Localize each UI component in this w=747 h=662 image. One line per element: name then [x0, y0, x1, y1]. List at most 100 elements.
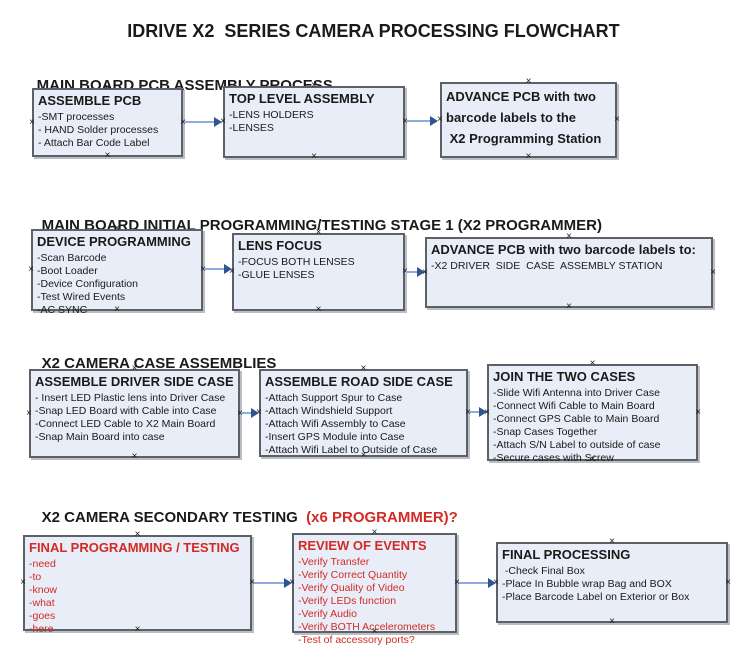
box-items: -FOCUS BOTH LENSES-GLUE LENSES — [238, 256, 403, 282]
connector-handle-icon: × — [589, 358, 596, 369]
section-heading-text: X2 CAMERA CASE ASSEMBLIES — [41, 355, 277, 372]
connector-handle-icon: × — [131, 451, 138, 462]
box-item: - HAND Solder processes — [38, 124, 159, 136]
box-items: -Attach Support Spur to Case-Attach Wind… — [265, 392, 466, 457]
box-item: -LENSES — [229, 122, 274, 134]
flow-arrow — [406, 116, 438, 126]
box-items: - Insert LED Plastic lens into Driver Ca… — [35, 392, 238, 444]
box-item: -GLUE LENSES — [238, 269, 315, 281]
box-title: DEVICE PROGRAMMING — [37, 234, 191, 249]
connector-handle-icon: × — [402, 116, 408, 127]
connector-handle-icon: × — [609, 536, 615, 547]
flow-box-assemble-driver-side-case: ASSEMBLE DRIVER SIDE CASE - Insert LED P… — [26, 363, 243, 462]
section-heading-case-assemblies: X2 CAMERA CASE ASSEMBLIES — [25, 338, 277, 389]
box-item: -Attach S/N Label to outside of case — [493, 439, 661, 451]
box-item: -Connect Wifi Cable to Main Board — [493, 400, 655, 412]
flow-box-review-of-events: REVIEW OF EVENTS -Verify Transfer-Verify… — [289, 527, 460, 647]
connector-handle-icon: × — [104, 82, 111, 93]
connector-handle-icon: × — [315, 227, 322, 238]
connector-handle-icon: × — [589, 454, 596, 465]
box-items: -Verify Transfer-Verify Correct Quantity… — [298, 556, 455, 647]
box-title: ASSEMBLE ROAD SIDE CASE — [265, 374, 453, 389]
box-title: ADVANCE PCB with two barcode labels to th… — [446, 86, 615, 149]
connector-handle-icon: × — [104, 150, 111, 161]
box-item: -Attach Wifi Assembly to Case — [265, 418, 406, 430]
box-item: -Snap Main Board into case — [35, 431, 165, 443]
flow-arrow — [254, 578, 292, 588]
connector-handle-icon: × — [200, 264, 206, 275]
flow-box-advance-pcb-programming-station: ADVANCE PCB with two barcode labels to th… — [437, 77, 620, 162]
connector-handle-icon: × — [484, 406, 490, 418]
flow-box-final-processing: FINAL PROCESSING -Check Final Box-Place … — [493, 536, 731, 627]
connector-handle-icon: × — [360, 363, 367, 374]
flow-arrow — [406, 267, 425, 277]
flow-box-final-programming-testing: FINAL PROGRAMMING / TESTING -need-to-kno… — [20, 529, 255, 636]
box-title-line: barcode labels to the — [446, 110, 577, 125]
connector-handle-icon: × — [114, 304, 120, 315]
connector-handle-icon: × — [422, 266, 428, 278]
connector-handle-icon: × — [249, 577, 255, 588]
flow-box-top-level-assembly: TOP LEVEL ASSEMBLY -LENS HOLDERS-LENSES … — [220, 80, 408, 162]
box-item: -Verify Quality of Video — [298, 582, 405, 594]
box-title: ADVANCE PCB with two barcode labels to: — [431, 242, 696, 257]
connector-handle-icon: × — [134, 529, 141, 540]
connector-handle-icon: × — [614, 114, 620, 125]
box-item: -Snap Cases Together — [493, 426, 598, 438]
section-heading-secondary-testing: X2 CAMERA SECONDARY TESTING (x6 PROGRAMM… — [25, 492, 458, 543]
box-item: - Attach Bar Code Label — [38, 137, 150, 149]
box-item: -Verify Audio — [298, 608, 357, 620]
connector-handle-icon: × — [131, 363, 138, 374]
connector-handle-icon: × — [20, 577, 26, 588]
connector-handle-icon: × — [180, 116, 186, 128]
flow-arrow — [470, 407, 487, 417]
connector-handle-icon: × — [311, 80, 317, 91]
box-items: -Scan Barcode-Boot Loader-Device Configu… — [37, 252, 201, 317]
connector-handle-icon: × — [289, 577, 295, 588]
connector-handle-icon: × — [695, 406, 701, 418]
flow-box-assemble-road-side-case: ASSEMBLE ROAD SIDE CASE -Attach Support … — [256, 363, 471, 461]
connector-handle-icon: × — [371, 626, 378, 637]
box-item: -Test Wired Events — [37, 291, 126, 303]
box-item: -Attach Wifi Label to Outside of Case — [265, 444, 438, 456]
box-item: -what — [29, 597, 55, 609]
flow-arrow — [184, 117, 222, 127]
flow-box-lens-focus: LENS FOCUS -FOCUS BOTH LENSES-GLUE LENSE… — [229, 227, 408, 315]
box-item: -know — [29, 584, 58, 596]
box-title: REVIEW OF EVENTS — [298, 538, 427, 553]
box-item: -Secure cases with Screw — [493, 452, 614, 464]
connector-handle-icon: × — [566, 301, 572, 312]
box-items: -Slide Wifi Antenna into Driver Case-Con… — [493, 387, 696, 465]
box-item: -Connect LED Cable to X2 Main Board — [35, 418, 216, 430]
box-item: -Device Configuration — [37, 278, 138, 290]
box-item: -Connect GPS Cable to Main Board — [493, 413, 660, 425]
connector-handle-icon: × — [360, 450, 367, 461]
box-title-line: X2 Programming Station — [446, 131, 602, 146]
box-items: -SMT processes- HAND Solder processes- A… — [38, 111, 181, 150]
box-item: -Attach Support Spur to Case — [265, 392, 403, 404]
connector-handle-icon: × — [29, 116, 35, 128]
connector-handle-icon: × — [710, 266, 716, 278]
box-item: -Scan Barcode — [37, 252, 107, 264]
connector-handle-icon: × — [371, 527, 378, 538]
box-item: -LENS HOLDERS — [229, 109, 314, 121]
flow-box-device-programming: DEVICE PROGRAMMING -Scan Barcode-Boot Lo… — [28, 223, 206, 317]
box-item: -AC SYNC — [37, 304, 88, 316]
connector-handle-icon: × — [26, 407, 32, 419]
box-item: -goes — [29, 610, 56, 622]
connector-handle-icon: × — [315, 304, 322, 315]
connector-handle-icon: × — [220, 116, 226, 127]
section-heading-text: X2 CAMERA SECONDARY TESTING — [41, 509, 307, 526]
box-items: -X2 DRIVER SIDE CASE ASSEMBLY STATION — [431, 260, 711, 273]
flow-box-assemble-pcb: ASSEMBLE PCB -SMT processes- HAND Solder… — [29, 82, 186, 161]
box-title-line: ADVANCE PCB with two — [446, 89, 596, 104]
flow-arrow — [204, 264, 232, 274]
box-items: -need-to-know-what-goes-here — [29, 558, 250, 636]
box-item: -Verify LEDs function — [298, 595, 397, 607]
box-item: -Place In Bubble wrap Bag and BOX — [502, 578, 672, 590]
box-title: FINAL PROGRAMMING / TESTING — [29, 540, 240, 555]
box-title: JOIN THE TWO CASES — [493, 369, 636, 384]
connector-handle-icon: × — [114, 223, 120, 234]
box-title: ASSEMBLE DRIVER SIDE CASE — [35, 374, 234, 389]
connector-handle-icon: × — [725, 576, 731, 588]
page-title: IDRIVE X2 SERIES CAMERA PROCESSING FLOWC… — [127, 21, 620, 41]
